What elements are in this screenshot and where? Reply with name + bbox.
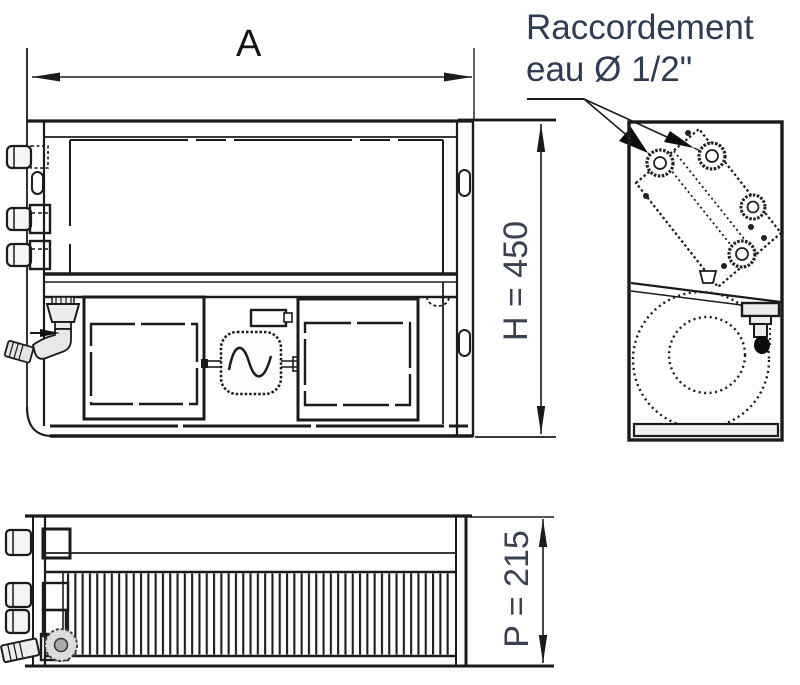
mounting-slot-right-lower <box>458 329 471 357</box>
tilted-coil <box>634 127 783 289</box>
water-connection-note: Raccordement eau Ø 1/2" <box>526 8 754 164</box>
coil-face <box>69 139 444 273</box>
coil-fins <box>45 570 456 658</box>
plan-view <box>0 514 554 668</box>
fan-housing-left <box>82 295 206 421</box>
drain-flow-arrow-icon <box>40 329 60 337</box>
mounting-slot-right-upper <box>458 169 471 197</box>
mounting-slot-left <box>31 171 44 195</box>
plan-water-connection-1 <box>4 527 72 560</box>
water-connection-1 <box>5 144 49 170</box>
plan-drain-pipe <box>0 628 78 664</box>
dim-p-label: P = 215 <box>498 530 536 648</box>
base-rail-front <box>50 424 473 438</box>
drain-valve <box>740 301 781 354</box>
note-line1: Raccordement <box>526 8 754 47</box>
plan-water-connection-2 <box>4 581 70 612</box>
arrowhead-up-icon <box>538 519 548 547</box>
arrowhead-down-icon <box>538 635 548 663</box>
water-connection-3 <box>5 239 52 271</box>
leader-arrow-1-icon <box>619 127 648 153</box>
dim-height-h: H = 450 <box>458 118 556 438</box>
motor <box>201 308 299 396</box>
arrowhead-left-icon <box>32 72 60 82</box>
arrowhead-right-icon <box>444 72 472 82</box>
coil-connection-nut-4 <box>727 239 757 269</box>
dim-a-label: A <box>236 23 262 65</box>
grommet-notch <box>426 296 450 307</box>
arrowhead-down-icon <box>536 406 546 434</box>
side-view <box>627 120 784 442</box>
base-rail-side <box>632 422 780 438</box>
water-connection-2 <box>5 203 52 235</box>
note-line2: eau Ø 1/2" <box>526 50 692 89</box>
pan-outlet <box>698 270 718 284</box>
coil-connection-nut-1 <box>645 148 675 178</box>
dim-depth-p: P = 215 <box>470 516 554 663</box>
fan-housing-right <box>296 297 420 422</box>
coil-connection-nut-2 <box>697 141 727 171</box>
motor-sine-icon <box>227 346 273 378</box>
coil-connection-nut-3 <box>739 193 767 221</box>
front-view <box>3 48 475 438</box>
drain-trap <box>3 296 81 364</box>
dim-width-a: A <box>32 23 475 120</box>
leader-arrow-2-icon <box>664 131 694 148</box>
dim-h-label: H = 450 <box>497 221 535 341</box>
arrowhead-up-icon <box>536 124 546 152</box>
